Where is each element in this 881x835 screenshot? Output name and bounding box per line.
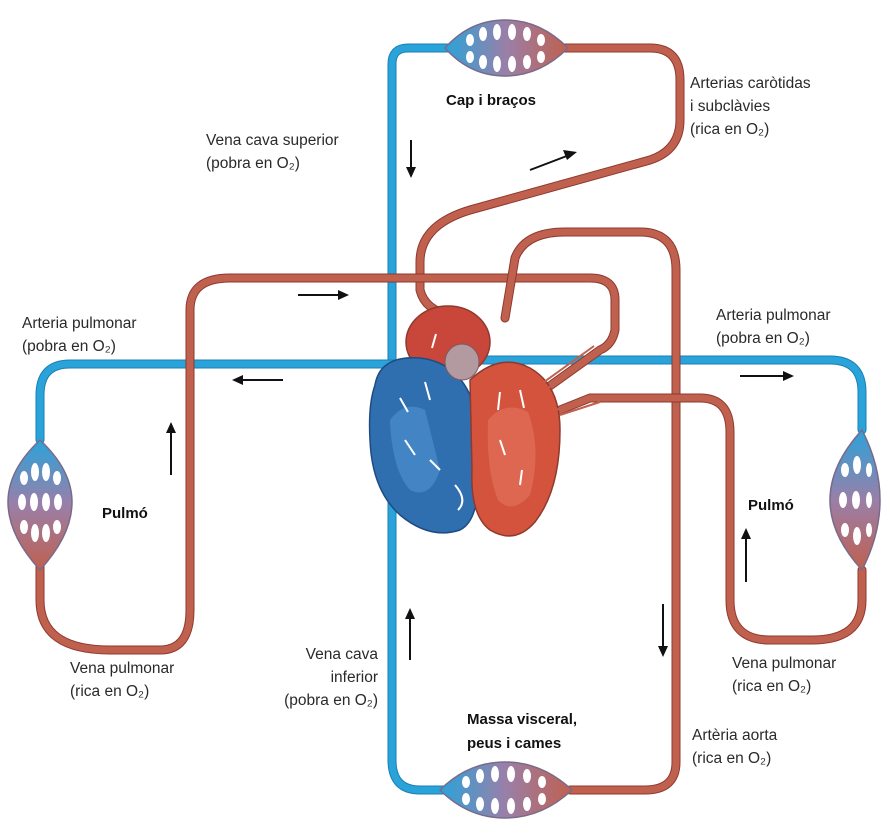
arrow-top-right: [298, 290, 349, 300]
label-pulm-vein-right-2: (rica en O₂): [732, 678, 811, 695]
label-pulm-artery-right-2: (pobra en O₂): [716, 330, 810, 347]
label-pulm-artery-right-1: Arteria pulmonar: [716, 307, 831, 324]
label-svc-2: (pobra en O₂): [206, 155, 300, 172]
arrow-left-pulm-vein-up: [166, 422, 176, 475]
label-carotid-2: i subclàvies: [690, 98, 770, 115]
label-svc-1: Vena cava superior: [206, 132, 339, 149]
label-pulm-vein-left-1: Vena pulmonar: [70, 660, 174, 677]
label-lung-right: Pulmó: [748, 497, 794, 514]
label-ivc-2: inferior: [331, 669, 378, 686]
arrow-ivc-up: [405, 608, 415, 660]
arrow-left-pulm-artery: [232, 375, 283, 385]
label-lung-left: Pulmó: [102, 505, 148, 522]
label-viscera-1: Massa visceral,: [467, 711, 577, 728]
label-carotid-3: (rica en O₂): [690, 121, 769, 138]
label-pulm-vein-right-1: Vena pulmonar: [732, 655, 836, 672]
label-head-arms: Cap i braços: [446, 92, 536, 109]
right-lung-capillary-bed: [830, 430, 880, 570]
label-pulm-artery-left-2: (pobra en O₂): [22, 338, 116, 355]
arrow-carotid-up: [530, 150, 577, 170]
heart: [370, 306, 560, 536]
label-ivc-1: Vena cava: [306, 646, 379, 663]
arrow-aorta-down: [658, 604, 668, 657]
label-ivc-3: (pobra en O₂): [284, 692, 378, 709]
arrow-right-pulm-vein-up: [741, 528, 751, 582]
lower-body-capillary-bed: [440, 762, 572, 818]
label-aorta-1: Artèria aorta: [692, 727, 778, 744]
label-pulm-artery-left-1: Arteria pulmonar: [22, 315, 137, 332]
head-capillary-bed: [445, 20, 568, 76]
label-aorta-2: (rica en O₂): [692, 750, 771, 767]
left-lung-capillary-bed: [8, 440, 72, 570]
label-pulm-vein-left-2: (rica en O₂): [70, 683, 149, 700]
arrow-right-pulm-artery: [740, 371, 794, 381]
arrow-svc-down: [406, 140, 416, 178]
label-viscera-2: peus i cames: [467, 735, 561, 752]
label-carotid-1: Arterias caròtidas: [690, 75, 811, 92]
